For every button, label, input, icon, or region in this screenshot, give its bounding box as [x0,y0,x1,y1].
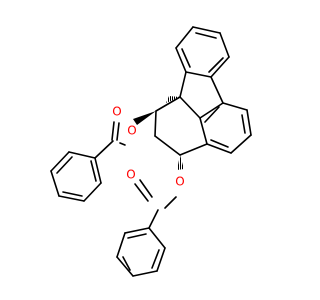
hashed-bond-to-hydrogen [166,96,180,103]
top-benzoate-ester [94,121,126,159]
cyclohexane-ring-bonds [154,96,208,156]
bond-network [50,26,252,277]
hashed-bond-to-bottom-oxygen [177,155,184,170]
bottom-benzoate-ester [134,179,177,229]
bottom-phenyl-ring [116,227,166,277]
atom-label-ester-oxygen-bottom: O [175,175,184,189]
atom-label-carbonyl-oxygen-bottom: O [126,168,135,182]
five-membered-ring [179,71,224,119]
lower-benzene-ring [199,102,252,154]
atom-label-ester-oxygen-top: O [127,124,136,138]
top-phenyl-ring [50,151,102,202]
fluorene-top-benzene-ring [175,26,230,78]
atom-label-carbonyl-oxygen-top: O [112,105,121,119]
wedge-bond-to-top-oxygen [133,111,156,125]
molecule-structure-diagram: O O O O [50,26,252,277]
